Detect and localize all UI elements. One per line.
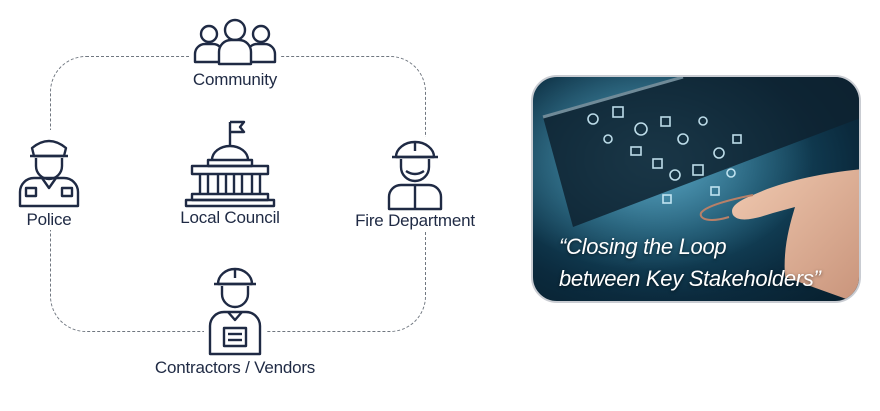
contractor-icon [204,262,266,358]
police-label: Police [4,210,94,230]
stakeholder-diagram: Community Local Council Po [4,14,480,378]
community-label: Community [175,70,295,90]
firefighter-icon [384,137,446,211]
node-police: Police [4,130,94,230]
government-building-icon [182,116,278,208]
caption-line-1: “Closing the Loop [559,234,727,259]
node-community: Community [175,14,295,90]
node-local-council: Local Council [165,116,295,228]
stakeholders-photo: “Closing the Loop between Key Stakeholde… [531,75,861,303]
node-fire-department: Fire Department [350,137,480,231]
contractors-vendors-label: Contractors / Vendors [140,358,330,378]
community-icon [189,14,281,70]
local-council-label: Local Council [165,208,295,228]
caption-line-2: between Key Stakeholders” [559,266,821,291]
photo-caption: “Closing the Loop between Key Stakeholde… [559,231,859,295]
floating-app-icons [587,106,742,204]
tablet-hand-illustration [533,77,859,301]
node-contractors-vendors: Contractors / Vendors [140,262,330,378]
fire-department-label: Fire Department [350,211,480,231]
police-officer-icon [14,130,84,210]
